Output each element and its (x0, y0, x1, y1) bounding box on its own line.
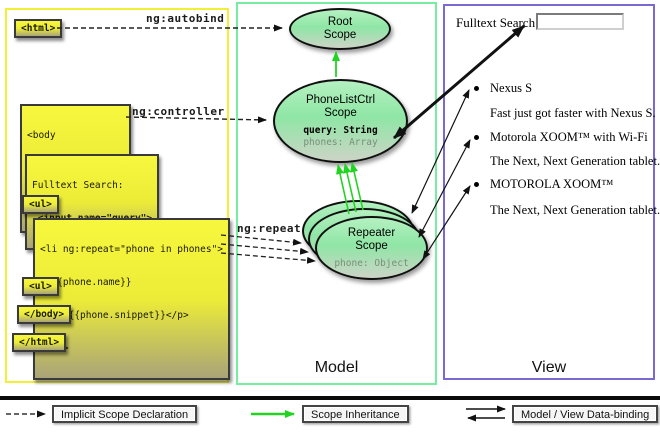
body-close-tag-box: </body> (17, 305, 72, 324)
ng-controller-label: ng:controller (132, 105, 225, 118)
view-column-label: View (531, 359, 567, 376)
ng-autobind-label: ng:autobind (146, 12, 225, 25)
li-code-line: <p>{{phone.snippet}}</p> (40, 310, 189, 321)
li-repeat-code-box: <li ng:repeat="phone in phones"> {{phone… (33, 218, 231, 380)
phones-property: phones: Array (303, 136, 378, 148)
body-open-line: <body (27, 130, 56, 141)
view-item-desc: The Next, Next Generation tablet. (490, 203, 660, 217)
legend-implicit-scope: Implicit Scope Declaration (52, 405, 198, 423)
view-item-title: Motorola XOOM™ with Wi-Fi (490, 130, 648, 144)
bullet-icon (474, 135, 479, 140)
ul-open-tag-box: <ul> (22, 195, 59, 214)
fulltext-search-input[interactable] (536, 13, 624, 30)
bullet-icon (474, 182, 479, 187)
fulltext-label-line: Fulltext Search: (32, 180, 124, 191)
query-property: query: String (303, 124, 378, 136)
repeater-scope-name: Repeater (347, 226, 396, 239)
root-scope-name: Scope (323, 29, 357, 41)
phonelistctrl-scope-name: PhoneListCtrl (305, 93, 376, 106)
html-close-tag-box: </html> (12, 333, 67, 352)
repeater-scope-ellipse: Repeater Scope phone: Object (315, 216, 428, 280)
legend-data-binding: Model / View Data-binding (512, 405, 659, 423)
root-scope-ellipse: Root Scope (289, 8, 391, 50)
phone-property: phone: Object (334, 257, 409, 269)
phonelistctrl-scope-name: Scope (324, 106, 357, 119)
view-item-desc: Fast just got faster with Nexus S. (490, 106, 656, 120)
legend-scope-inheritance: Scope Inheritance (302, 405, 409, 423)
view-item-title: MOTOROLA XOOM™ (490, 177, 614, 191)
li-code-line: {{phone.name}} (40, 277, 132, 288)
root-scope-name: Root (327, 16, 353, 28)
view-item-desc: The Next, Next Generation tablet. (490, 154, 660, 168)
model-column-label: Model (314, 359, 359, 376)
phonelistctrl-scope-ellipse: PhoneListCtrl Scope query: String phones… (273, 79, 408, 163)
model-column: Model (236, 2, 437, 385)
repeater-scope-name: Scope (355, 239, 388, 252)
li-code-line: </li> (40, 343, 223, 354)
bullet-icon (474, 86, 479, 91)
view-item-title: Nexus S (490, 81, 533, 95)
li-code-line: <li ng:repeat="phone in phones"> (40, 244, 224, 255)
ng-repeat-label: ng:repeat (237, 222, 302, 235)
fulltext-search-label: Fulltext Search: (456, 15, 539, 30)
view-column: View (443, 4, 655, 380)
legend-separator (0, 396, 660, 400)
ul-close-tag-box: <ul> (22, 277, 59, 296)
html-open-tag-box: <html> (14, 19, 63, 38)
